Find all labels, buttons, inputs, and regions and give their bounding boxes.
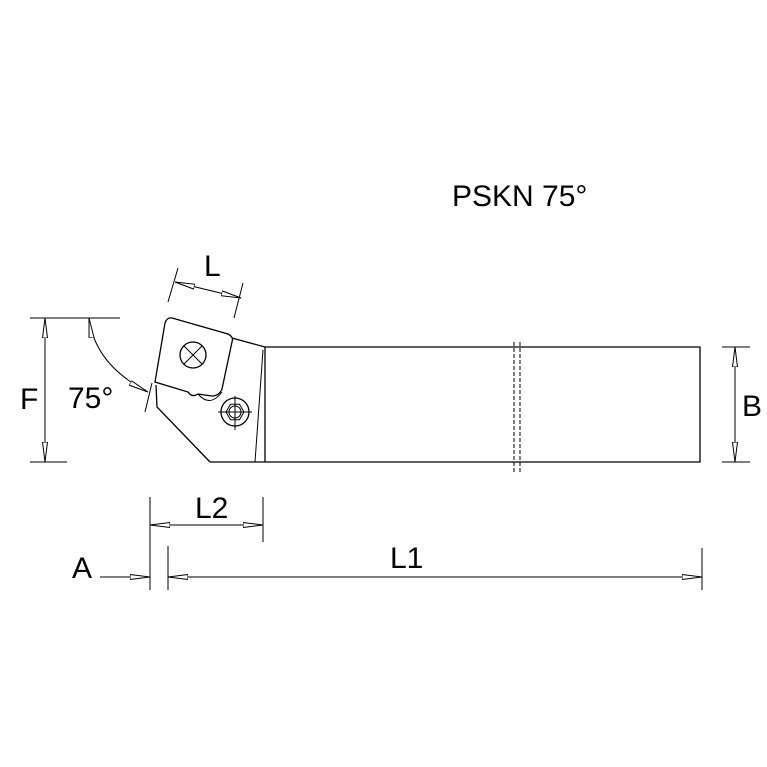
insert [154, 317, 234, 397]
insert-screw-icon [179, 341, 207, 369]
tool-head [154, 317, 266, 463]
dimension-F: F [20, 317, 120, 463]
label-angle: 75° [68, 382, 113, 415]
dimension-L1: L1 [167, 542, 703, 590]
label-B: B [742, 390, 762, 423]
dimension-B: B [722, 346, 762, 463]
drawing-title: PSKN 75° [452, 180, 587, 213]
dimension-A: A [72, 552, 150, 585]
clamp-screw-icon [218, 396, 252, 430]
label-L2: L2 [195, 492, 228, 525]
label-L1: L1 [390, 542, 423, 575]
label-F: F [20, 383, 38, 416]
dimension-L: L [167, 250, 244, 319]
dimension-L2: L2 [149, 492, 264, 590]
shank [210, 342, 701, 472]
label-L: L [204, 250, 221, 283]
label-A: A [72, 552, 92, 585]
dimension-angle: 75° [68, 318, 153, 415]
